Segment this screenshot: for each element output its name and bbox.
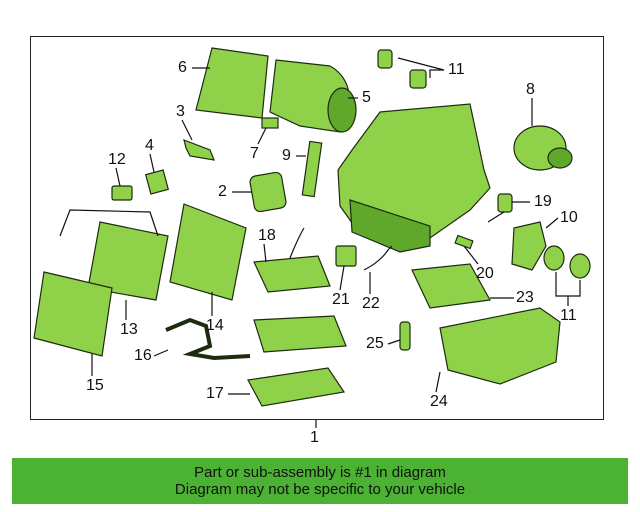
callout-13: 13 <box>120 321 138 338</box>
part-2-duct <box>249 171 287 213</box>
disclaimer-banner: Part or sub-assembly is #1 in diagram Di… <box>12 458 628 504</box>
part-1-case-lower <box>349 199 431 253</box>
callout-8: 8 <box>526 81 535 98</box>
part-17-core <box>247 367 346 407</box>
callout-3: 3 <box>176 103 185 120</box>
callout-19: 19 <box>534 193 552 210</box>
part-23-module <box>411 263 491 309</box>
part-11-actuator-a <box>377 49 393 69</box>
part-16-pipes <box>165 317 251 361</box>
callout-5: 5 <box>362 89 371 106</box>
callout-4: 4 <box>145 137 154 154</box>
part-11-actuator-d <box>569 253 591 279</box>
part-14-heater-core <box>169 203 247 301</box>
part-20-sensor <box>454 234 474 250</box>
part-11-actuator-c <box>543 245 565 271</box>
callout-11-bottom: 11 <box>560 307 577 324</box>
part-6-filter <box>195 47 269 119</box>
part-8-motor-hub <box>547 147 573 169</box>
part-22-harness <box>363 245 393 271</box>
callout-11-top: 11 <box>448 61 465 78</box>
banner-line-2: Diagram may not be specific to your vehi… <box>174 481 466 498</box>
callout-18: 18 <box>258 227 276 244</box>
callout-12: 12 <box>108 151 126 168</box>
callout-15: 15 <box>86 377 104 394</box>
callout-23: 23 <box>516 289 534 306</box>
callout-9: 9 <box>282 147 291 164</box>
part-18-module <box>253 255 331 293</box>
part-14-heater-core-b <box>253 315 347 353</box>
part-9-seal <box>301 140 323 198</box>
callout-20: 20 <box>476 265 494 282</box>
part-13-evaporator <box>87 221 169 301</box>
part-7-clip <box>261 117 279 129</box>
part-11-actuator-b <box>409 69 427 89</box>
part-21-relay <box>335 245 357 267</box>
part-10-actuator <box>511 221 547 271</box>
callout-7: 7 <box>250 145 259 162</box>
callout-10: 10 <box>560 209 578 226</box>
part-4-clip <box>144 169 170 195</box>
callout-22: 22 <box>362 295 380 312</box>
part-13-tubes <box>59 209 159 237</box>
callout-6: 6 <box>178 59 187 76</box>
callout-25: 25 <box>366 335 384 352</box>
part-3-bracket <box>183 139 215 161</box>
part-18-wire <box>289 227 305 259</box>
callout-1: 1 <box>310 429 319 446</box>
callout-14: 14 <box>206 317 224 334</box>
diagram-frame <box>30 36 604 420</box>
callout-2: 2 <box>218 183 227 200</box>
part-12-sensor <box>111 185 133 201</box>
part-24-lower-case <box>439 307 561 385</box>
part-25-bracket <box>399 321 411 351</box>
part-15-filter <box>33 271 113 357</box>
callout-16: 16 <box>134 347 152 364</box>
callout-24: 24 <box>430 393 448 410</box>
part-5-ring <box>327 87 357 133</box>
callout-17: 17 <box>206 385 224 402</box>
part-19-actuator <box>497 193 513 213</box>
part-19-rod <box>487 211 505 223</box>
callout-21: 21 <box>332 291 350 308</box>
banner-line-1: Part or sub-assembly is #1 in diagram <box>194 464 446 481</box>
